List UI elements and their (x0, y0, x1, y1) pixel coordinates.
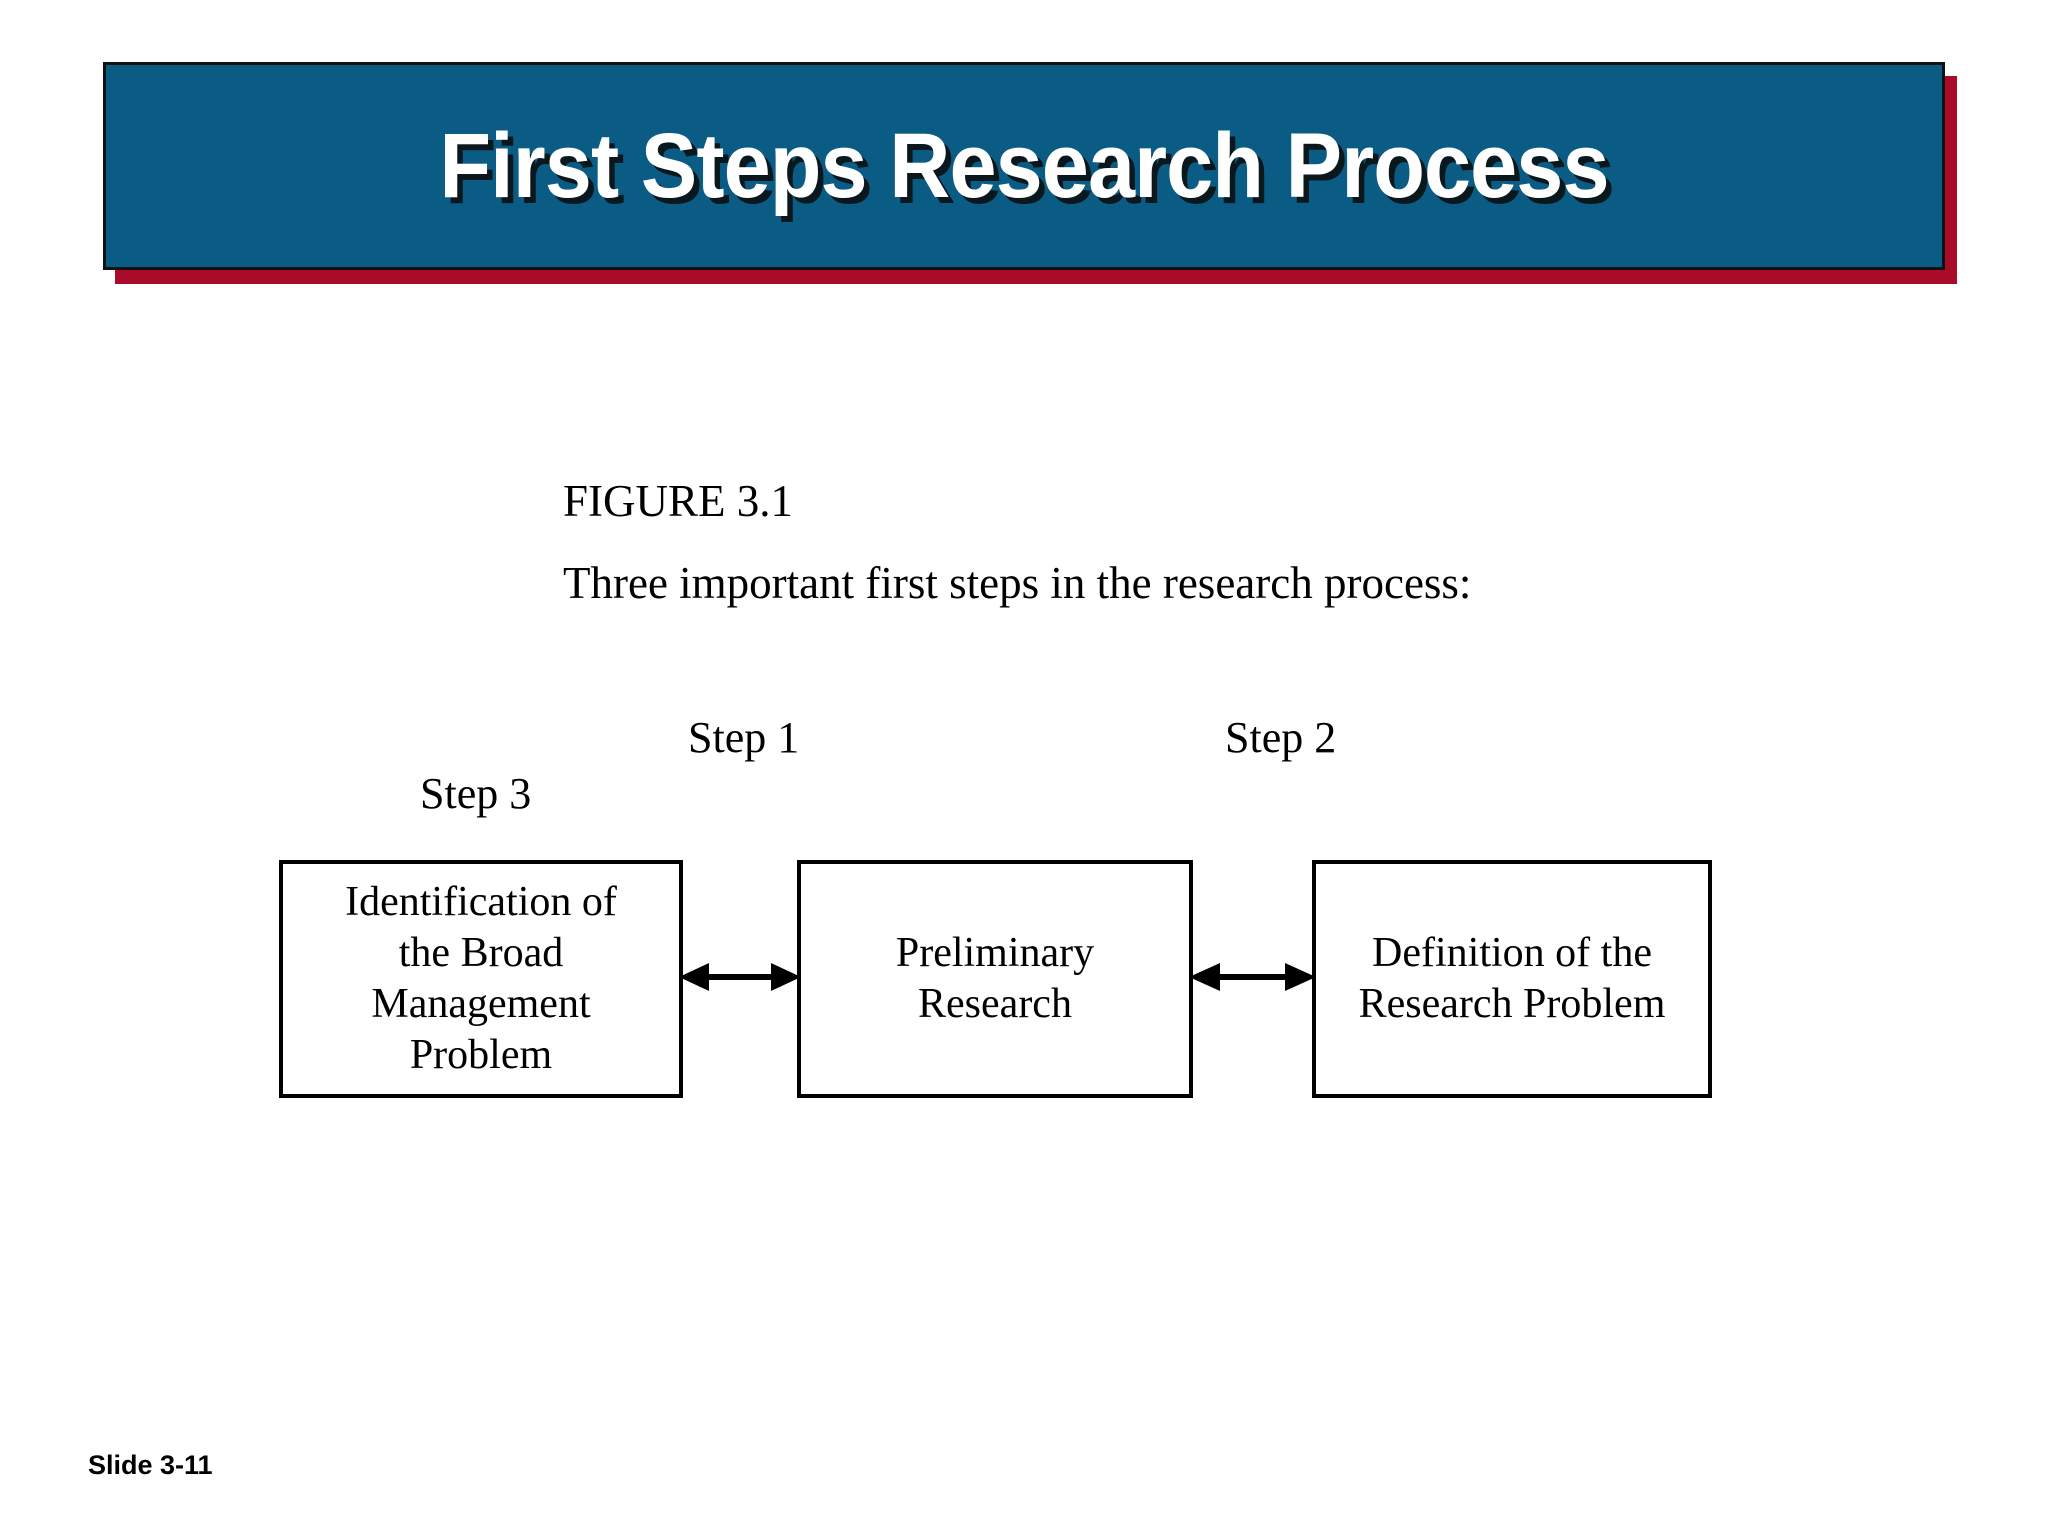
step-label-2: Step 2 (1225, 713, 1337, 762)
double-arrow-icon-2 (1189, 955, 1316, 999)
process-box-1-line-1: Identification of (345, 878, 617, 925)
process-box-3-line-2: Research Problem (1358, 981, 1666, 1027)
process-box-3-line-1: Definition of the (1372, 929, 1652, 976)
process-box-2-line-2: Research (918, 981, 1072, 1027)
page-title: First Steps Research Process (439, 114, 1609, 217)
slide-number: Slide 3-11 (88, 1450, 213, 1480)
process-box-2-line-1: Preliminary (895, 929, 1095, 976)
process-box-identification: Identification of the Broad Management P… (279, 860, 683, 1098)
figure-label: FIGURE 3.1 (563, 476, 794, 526)
process-box-definition-research-problem: Definition of the Research Problem (1312, 860, 1712, 1098)
double-arrow-icon-1 (679, 955, 801, 999)
step-label-1: Step 1 (688, 713, 800, 762)
process-box-1-line-4: Problem (409, 1032, 553, 1079)
title-banner-box: First Steps Research Process (103, 62, 1945, 270)
process-box-preliminary-research: Preliminary Research (797, 860, 1193, 1098)
title-banner: First Steps Research Process (103, 62, 1957, 284)
process-box-1-line-2: the Broad (398, 929, 564, 976)
figure-caption: Three important first steps in the resea… (563, 558, 1472, 608)
process-box-1-line-3: Management (371, 981, 591, 1027)
step-label-3: Step 3 (420, 769, 532, 818)
